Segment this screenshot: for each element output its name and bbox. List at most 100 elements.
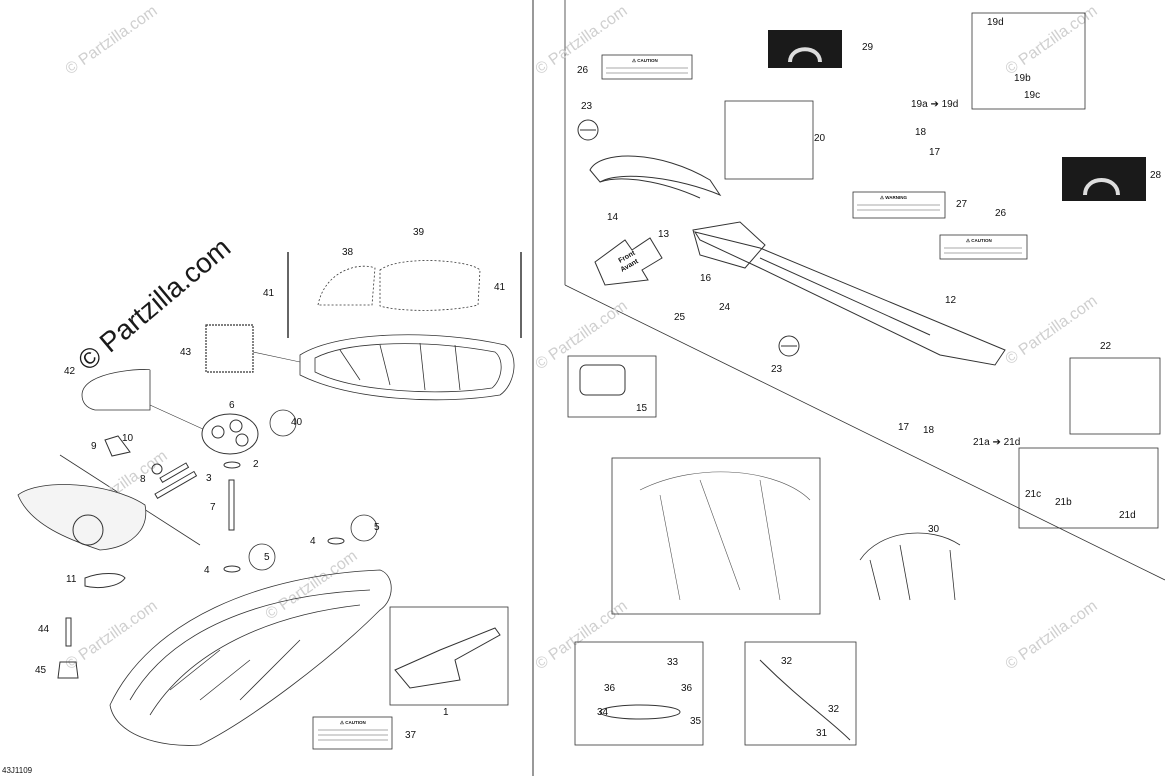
svg-text:20: 20: [814, 133, 826, 144]
svg-text:⚠ WARNING: ⚠ WARNING: [880, 195, 908, 200]
svg-text:22: 22: [1100, 341, 1112, 352]
pad-42-shape: [81, 369, 151, 411]
callout-labels: 1 2 3 4 4 5 5 6 7 8 9 10 11 12 13 14 15 …: [35, 17, 1162, 741]
svg-text:19a ➔ 19d: 19a ➔ 19d: [911, 99, 958, 110]
svg-text:19c: 19c: [1024, 90, 1040, 101]
svg-text:9: 9: [91, 441, 97, 452]
svg-text:42: 42: [64, 366, 76, 377]
svg-text:38: 38: [342, 247, 354, 258]
svg-text:© Partzilla.com: © Partzilla.com: [1003, 3, 1101, 79]
caution-label-26-right: [939, 234, 1028, 260]
svg-text:12: 12: [945, 295, 957, 306]
svg-text:8: 8: [140, 474, 146, 485]
svg-text:© Partzilla.com: © Partzilla.com: [63, 3, 161, 79]
part-11-shape: [84, 573, 126, 589]
tower-detail-box: [611, 457, 821, 615]
boat-bottom-view: [109, 569, 392, 746]
svg-text:6: 6: [229, 400, 235, 411]
svg-text:21b: 21b: [1055, 497, 1072, 508]
svg-text:36: 36: [681, 683, 693, 694]
cup-holder-6-shape: [201, 413, 259, 455]
svg-text:33: 33: [667, 657, 679, 668]
svg-text:24: 24: [719, 302, 731, 313]
svg-text:25: 25: [674, 312, 686, 323]
bracket-box-21: [1018, 447, 1159, 529]
mirror-box-15: [567, 355, 657, 418]
svg-text:41: 41: [494, 282, 506, 293]
svg-text:44: 44: [38, 624, 50, 635]
svg-text:21c: 21c: [1025, 489, 1041, 500]
caution-label-37: [312, 716, 393, 750]
svg-text:© Partzilla.com: © Partzilla.com: [1003, 293, 1101, 369]
hardware-box-20: [724, 100, 814, 180]
svg-text:© Partzilla.com: © Partzilla.com: [63, 598, 161, 674]
section-divider: [564, 284, 1165, 581]
svg-text:7: 7: [210, 502, 216, 513]
bimini-top-30: [859, 532, 961, 601]
svg-text:5: 5: [264, 552, 270, 563]
svg-text:16: 16: [700, 273, 712, 284]
svg-text:18: 18: [923, 425, 935, 436]
svg-text:10: 10: [122, 433, 134, 444]
svg-text:23: 23: [581, 101, 593, 112]
svg-text:37: 37: [405, 730, 417, 741]
svg-text:15: 15: [636, 403, 648, 414]
small-boat-view: [17, 484, 147, 551]
detail-box-31: [744, 641, 857, 746]
svg-text:© Partzilla.com: © Partzilla.com: [1003, 598, 1101, 674]
svg-text:17: 17: [898, 422, 910, 433]
svg-text:31: 31: [816, 728, 828, 739]
svg-text:⚠ CAUTION: ⚠ CAUTION: [632, 58, 658, 63]
svg-text:4: 4: [204, 565, 210, 576]
svg-text:32: 32: [781, 656, 793, 667]
boat-top-view: [299, 334, 515, 401]
hardware-box-22: [1069, 357, 1161, 435]
svg-text:⚠ CAUTION: ⚠ CAUTION: [340, 720, 366, 725]
svg-text:© Partzilla.com: © Partzilla.com: [533, 298, 631, 374]
svg-text:27: 27: [956, 199, 968, 210]
svg-text:19d: 19d: [987, 17, 1004, 28]
svg-text:40: 40: [291, 417, 303, 428]
svg-text:30: 30: [928, 524, 940, 535]
svg-text:© Partzilla.com: © Partzilla.com: [263, 548, 361, 624]
detail-box-1: [389, 606, 509, 706]
svg-text:34: 34: [597, 707, 609, 718]
svg-text:© Partzilla.com: © Partzilla.com: [533, 598, 631, 674]
cover-38-shape: [317, 265, 376, 306]
svg-text:32: 32: [828, 704, 840, 715]
svg-text:21a ➔ 21d: 21a ➔ 21d: [973, 437, 1020, 448]
svg-text:5: 5: [374, 522, 380, 533]
svg-text:13: 13: [658, 229, 670, 240]
svg-text:29: 29: [862, 42, 874, 53]
mat-43-shape: [205, 324, 254, 373]
svg-text:41: 41: [263, 288, 275, 299]
cover-39-shape: [379, 260, 481, 311]
svg-text:2: 2: [253, 459, 259, 470]
detail-box-33: [574, 641, 704, 746]
front-arrow: Front Avant: [594, 237, 663, 286]
caution-label-26-top: [601, 54, 693, 80]
svg-text:19b: 19b: [1014, 73, 1031, 84]
bracket-13: [692, 221, 766, 269]
bracket-box-19: [971, 12, 1086, 110]
svg-text:26: 26: [577, 65, 589, 76]
svg-text:14: 14: [607, 212, 619, 223]
diagram-code: 43J1109: [2, 766, 33, 775]
shaft-7-shape: [228, 479, 235, 531]
svg-text:⚠ CAUTION: ⚠ CAUTION: [966, 238, 992, 243]
svg-text:23: 23: [771, 364, 783, 375]
svg-text:26: 26: [995, 208, 1007, 219]
tower-frame: [589, 155, 1006, 366]
svg-text:43: 43: [180, 347, 192, 358]
svg-text:35: 35: [690, 716, 702, 727]
svg-text:21d: 21d: [1119, 510, 1136, 521]
svg-text:3: 3: [206, 473, 212, 484]
svg-text:45: 45: [35, 665, 47, 676]
svg-text:17: 17: [929, 147, 941, 158]
svg-text:11: 11: [66, 574, 77, 585]
svg-text:1: 1: [443, 707, 449, 718]
svg-text:4: 4: [310, 536, 316, 547]
svg-text:39: 39: [413, 227, 425, 238]
svg-text:18: 18: [915, 127, 927, 138]
